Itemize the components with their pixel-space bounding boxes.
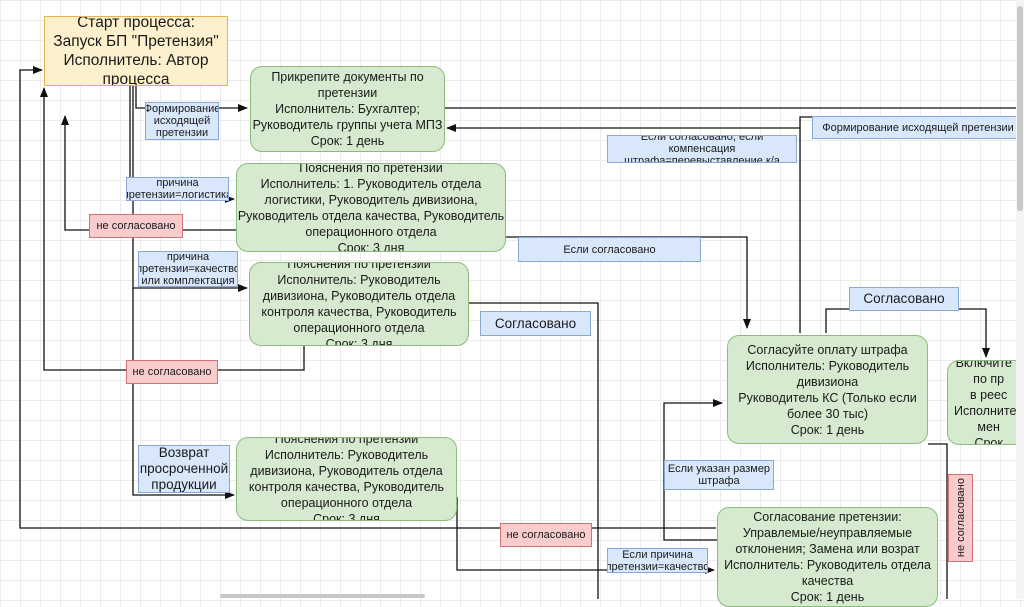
label-not-agreed-3: не согласовано xyxy=(500,523,592,547)
horizontal-scrollbar[interactable] xyxy=(0,593,1016,599)
agree-fine-text: Согласуйте оплату штрафа Исполнитель: Ру… xyxy=(738,342,917,437)
label-if-fine-size: Если указан размер штрафа xyxy=(664,460,774,490)
include-register-task[interactable]: Включите с по пр в реес Исполнител мен С… xyxy=(947,360,1024,445)
label-not-agreed-1: не согласовано xyxy=(89,214,183,238)
edge-start-to-return xyxy=(132,288,235,499)
attach-documents-task[interactable]: Прикрепите документы по претензии Исполн… xyxy=(250,66,445,152)
edge-quality-agreed xyxy=(469,302,599,599)
include-register-text: Включите с по пр в реес Исполнител мен С… xyxy=(954,360,1024,445)
explanation-quality-task[interactable]: Пояснения по претензии Исполнитель: Руко… xyxy=(249,262,469,346)
edge-fine-not-agreed xyxy=(928,443,948,599)
label-reason-logistics: причина претензии=логистика xyxy=(126,177,229,201)
label-if-agreed: Если согласовано xyxy=(518,237,701,262)
horizontal-scrollbar-thumb[interactable] xyxy=(220,594,425,598)
label-form-outgoing-short: Формирование исходящей претензии xyxy=(145,102,219,140)
label-agreed-top: Согласовано xyxy=(849,287,959,311)
explanation-logistics-text: Пояснения по претензии Исполнитель: 1. Р… xyxy=(237,163,505,252)
explanation-return-task[interactable]: Пояснения по претензии Исполнитель: Руко… xyxy=(236,437,457,521)
vertical-scrollbar-thumb[interactable] xyxy=(1017,6,1023,211)
label-agreed-mid: Согласовано xyxy=(480,311,591,336)
agree-claim-task[interactable]: Согласование претензии: Управлемые/неупр… xyxy=(717,507,938,607)
explanation-quality-text: Пояснения по претензии Исполнитель: Руко… xyxy=(261,262,457,346)
agree-fine-task[interactable]: Согласуйте оплату штрафа Исполнитель: Ру… xyxy=(727,335,928,444)
label-reason-quality: причина претензии=качество или комплекта… xyxy=(138,251,238,287)
label-not-agreed-4: не согласовано xyxy=(948,474,973,562)
explanation-return-text: Пояснения по претензии Исполнитель: Руко… xyxy=(248,437,445,521)
agree-claim-text: Согласование претензии: Управлемые/неупр… xyxy=(724,510,931,604)
label-if-agreed-compensation: Если согласовано, если компенсация штраф… xyxy=(607,135,797,163)
explanation-logistics-task[interactable]: Пояснения по претензии Исполнитель: 1. Р… xyxy=(236,163,506,252)
start-process-text: Старт процесса: Запуск БП "Претензия" Ис… xyxy=(53,16,219,86)
edge-claim-not-agreed xyxy=(19,66,716,529)
start-process-node[interactable]: Старт процесса: Запуск БП "Претензия" Ис… xyxy=(44,16,228,86)
label-not-agreed-2: не согласовано xyxy=(126,360,218,384)
attach-documents-text: Прикрепите документы по претензии Исполн… xyxy=(252,70,443,148)
label-return-overdue: Возврат просроченной продукции xyxy=(138,445,230,493)
label-form-outgoing-long: Формирование исходящей претензии xyxy=(812,116,1024,139)
label-if-reason-quality: Если причина претензии=качество xyxy=(607,548,708,573)
vertical-scrollbar[interactable] xyxy=(1016,0,1024,599)
